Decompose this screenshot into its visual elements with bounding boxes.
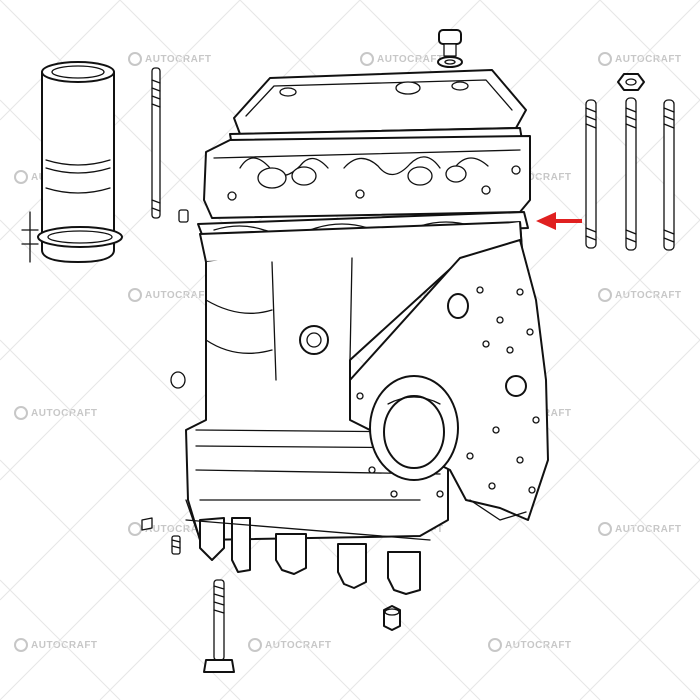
head-stud-long <box>625 97 637 251</box>
head-stud-short <box>585 99 597 249</box>
cylinder-liner <box>21 61 123 263</box>
main-bearing-bolt <box>203 579 235 673</box>
cylinder-block <box>170 221 549 595</box>
drain-plug <box>383 605 401 631</box>
rocker-cover <box>229 69 527 147</box>
head-nut <box>617 73 645 91</box>
small-plug <box>141 517 181 555</box>
cylinder-head <box>203 135 531 219</box>
long-stud <box>151 67 161 219</box>
highlight-arrow <box>536 212 582 230</box>
oil-filler-cap <box>437 29 463 68</box>
head-stud-third <box>663 99 675 251</box>
small-dowel <box>178 209 189 223</box>
